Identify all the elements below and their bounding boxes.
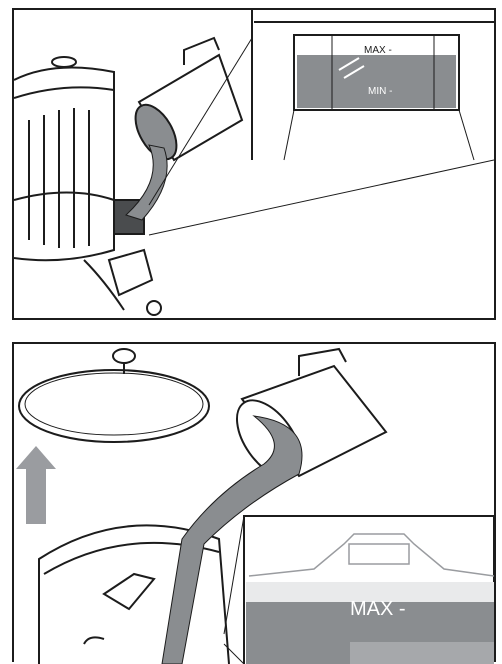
top-illustration-panel: MAX - MIN - [12, 8, 496, 320]
water-pour-icon [125, 144, 168, 221]
water-level [297, 55, 456, 108]
callout-line [148, 37, 253, 206]
coffee-urn-icon [14, 56, 125, 311]
bottom-illustration-panel: MAX - [12, 342, 496, 664]
water-pour-icon [161, 415, 303, 664]
tap-icon [107, 248, 162, 316]
tank-wall [246, 582, 494, 604]
pitcher-icon [236, 347, 388, 479]
callout-line [223, 643, 245, 664]
pitcher-icon [134, 36, 244, 162]
min-mark-label: MIN - [368, 86, 392, 97]
callout-line [148, 159, 494, 236]
urn-fill-through-side-illustration: MAX - MIN - [14, 10, 494, 316]
max-mark-label: MAX - [364, 45, 392, 56]
fill-window-detail: MAX - MIN - [251, 10, 494, 161]
max-mark-label: MAX - [350, 598, 406, 620]
callout-line [223, 515, 245, 635]
lid-icon [18, 348, 210, 443]
up-arrow-icon [16, 446, 56, 524]
fill-level-detail: MAX - [243, 515, 494, 664]
urn-fill-from-top-illustration: MAX - [16, 347, 494, 664]
